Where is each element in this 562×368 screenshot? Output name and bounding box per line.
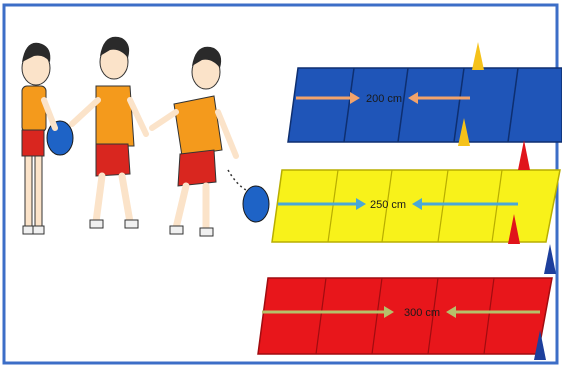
- lane-3-arrow-right: [262, 306, 394, 318]
- lane-1-label: 200 cm: [366, 93, 402, 105]
- child-2: [69, 36, 149, 229]
- lane-1-surface: [287, 67, 562, 143]
- lane-3-cone-bottom: [534, 330, 546, 360]
- lane-3-arrow-left: [446, 306, 540, 318]
- lane-2-arrow-right: [278, 198, 366, 210]
- children-illustration: [21, 36, 270, 237]
- lane-2-cone-top: [518, 140, 530, 170]
- child-3: [149, 46, 270, 237]
- lane-3-cone-top: [544, 244, 556, 274]
- lane-1-cone-top: [472, 42, 484, 70]
- lane-1-arrow-right: [296, 92, 360, 104]
- lane-3: 300 cm: [257, 244, 556, 360]
- lane-1-cone-bottom: [458, 118, 470, 146]
- child-1: [21, 42, 74, 235]
- lane-2-cone-bottom: [508, 214, 520, 244]
- lane-1: 200 cm: [287, 42, 562, 146]
- lane-2-arrow-left: [412, 198, 518, 210]
- lane-2-label: 250 cm: [370, 199, 406, 211]
- lane-1-arrow-left: [408, 92, 470, 104]
- lane-3-label: 300 cm: [404, 307, 440, 319]
- lane-2: 250 cm: [271, 140, 561, 244]
